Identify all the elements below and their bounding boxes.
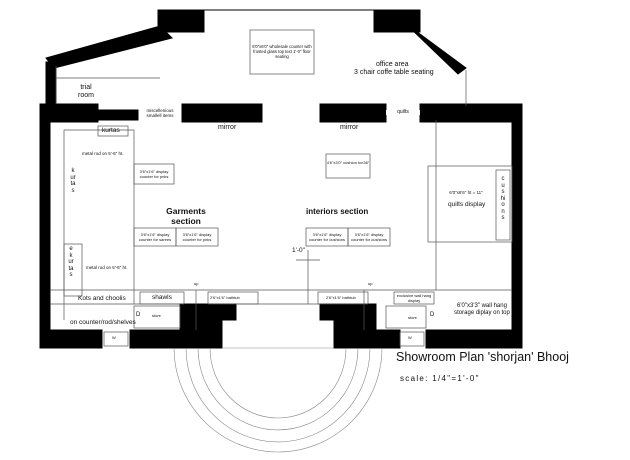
quilts-display-box: [427, 165, 513, 243]
bathtub-left-label: 2'6"x1'6" bathtub: [210, 295, 240, 300]
store-left-box: [133, 305, 181, 329]
cushions-vertical-label: cushions: [500, 176, 506, 221]
exclusive-label: exclusive wall hang display: [396, 293, 432, 303]
dimension-label: 1'-0": [292, 247, 305, 254]
plan-title: Showroom Plan 'shorjan' Bhooj: [396, 350, 569, 364]
pnks-counter: [133, 163, 175, 185]
bay-wall-top-right: [373, 9, 421, 33]
office-area-label: office area: [376, 61, 409, 68]
quilts-display-label: quilts display: [448, 201, 486, 208]
right-wall: [511, 103, 523, 337]
cushions-counter-2: [347, 227, 391, 247]
store-left-label: store: [152, 313, 161, 318]
entrance-jamb-left: [179, 303, 237, 349]
bottom-wall-right: [425, 329, 523, 349]
cushions-box: [495, 169, 511, 241]
quilts-display-dim-label: 6'0"x6'6" ht = 11": [449, 190, 483, 195]
office-seating-label: 3 chair coffe table seating: [354, 69, 434, 76]
top-wall-left-2: [95, 109, 139, 121]
kurtas-label: kurtas: [102, 127, 120, 134]
cushion-counter: [325, 153, 371, 179]
display-sarees-label: 3'6"x1'6" display counter for sarees: [138, 232, 172, 242]
mirror-right-label: mirror: [340, 124, 359, 131]
d-left-label: D: [136, 312, 141, 318]
wall-hang-label: 6'0"x3'3" wall hang storage diplay on to…: [454, 303, 510, 316]
w-right-label: W: [408, 335, 412, 340]
shawls-box: [139, 291, 185, 305]
display-cushions-2-label: 3'6"x1'6" display counter for cushions: [350, 232, 388, 242]
metal-rod-label-2: metal rod on 5'-6" ht.: [86, 265, 128, 270]
kurtas-vertical-box: [63, 243, 83, 297]
kots-label: Kots and choolis: [78, 295, 126, 302]
exclusive-box: [393, 291, 435, 305]
pnks-counter-2: [175, 227, 219, 247]
top-wall-left-3: [181, 103, 263, 123]
top-wall-left-1: [39, 103, 99, 123]
up-left-label: up: [194, 281, 199, 286]
display-cushions-1-label: 3'6"x1'6" display counter for cushions: [308, 232, 346, 242]
shawls-label: shawls: [152, 294, 172, 301]
bottom-wall-left: [39, 329, 103, 349]
bathtub-right-box: [317, 291, 369, 305]
metal-rod-label-1: metal rod on 5'-6" ht.: [82, 151, 124, 156]
w-box-left: [103, 331, 129, 347]
store-right-box: [385, 305, 427, 329]
w-box-right: [399, 331, 425, 347]
d-right-label: D: [430, 312, 435, 318]
top-wall-right-1: [319, 103, 387, 123]
bathtub-left-box: [207, 291, 259, 305]
store-right-label: store: [408, 315, 417, 320]
bottom-wall-left-2: [129, 329, 181, 349]
up-right-label: up: [368, 281, 373, 286]
left-wall: [39, 103, 51, 337]
wholesale-counter-label: 6'0"x6'0" wholesale counter with frosted…: [252, 44, 312, 59]
top-wall-right-2: [419, 103, 521, 123]
diagonal-wall-right: [407, 25, 467, 75]
kurtas-box: [97, 125, 129, 137]
left-upper-wall: [45, 61, 57, 105]
entrance-steps: [173, 347, 383, 453]
on-counter-label: on counter/rod/shelves: [70, 319, 136, 326]
display-pnks-label: 3'6"x1'6" display counter for pnks: [139, 169, 169, 179]
interiors-section-label: interiors section: [306, 207, 369, 216]
kurtas-vertical-label-2: ekurtas: [68, 246, 74, 278]
bathtub-right-label: 2'6"x1'6" bathtub: [326, 295, 356, 300]
misc-items-label: miscellenious smallell items: [140, 108, 180, 118]
display-pnks-2-label: 3'6"x1'6" display counter for pnks: [182, 232, 212, 242]
trial-room-label: trial room: [78, 84, 94, 99]
cushion-counter-label: 4'6"x3'0" cushion tcn36": [326, 160, 370, 165]
quilts-top-label: quilts: [386, 110, 420, 115]
mirror-left-label: mirror: [218, 124, 237, 131]
kurtas-vertical-label: kurtas: [70, 168, 76, 194]
diagonal-wall-left: [45, 25, 173, 69]
w-left-label: W: [112, 335, 116, 340]
wholesale-counter: [249, 29, 315, 75]
bay-wall-top: [157, 9, 205, 33]
garments-section-label: Garments section: [166, 206, 206, 226]
plan-scale: scale: 1/4"=1'-0": [400, 374, 480, 383]
entrance-jamb-right: [319, 303, 377, 349]
